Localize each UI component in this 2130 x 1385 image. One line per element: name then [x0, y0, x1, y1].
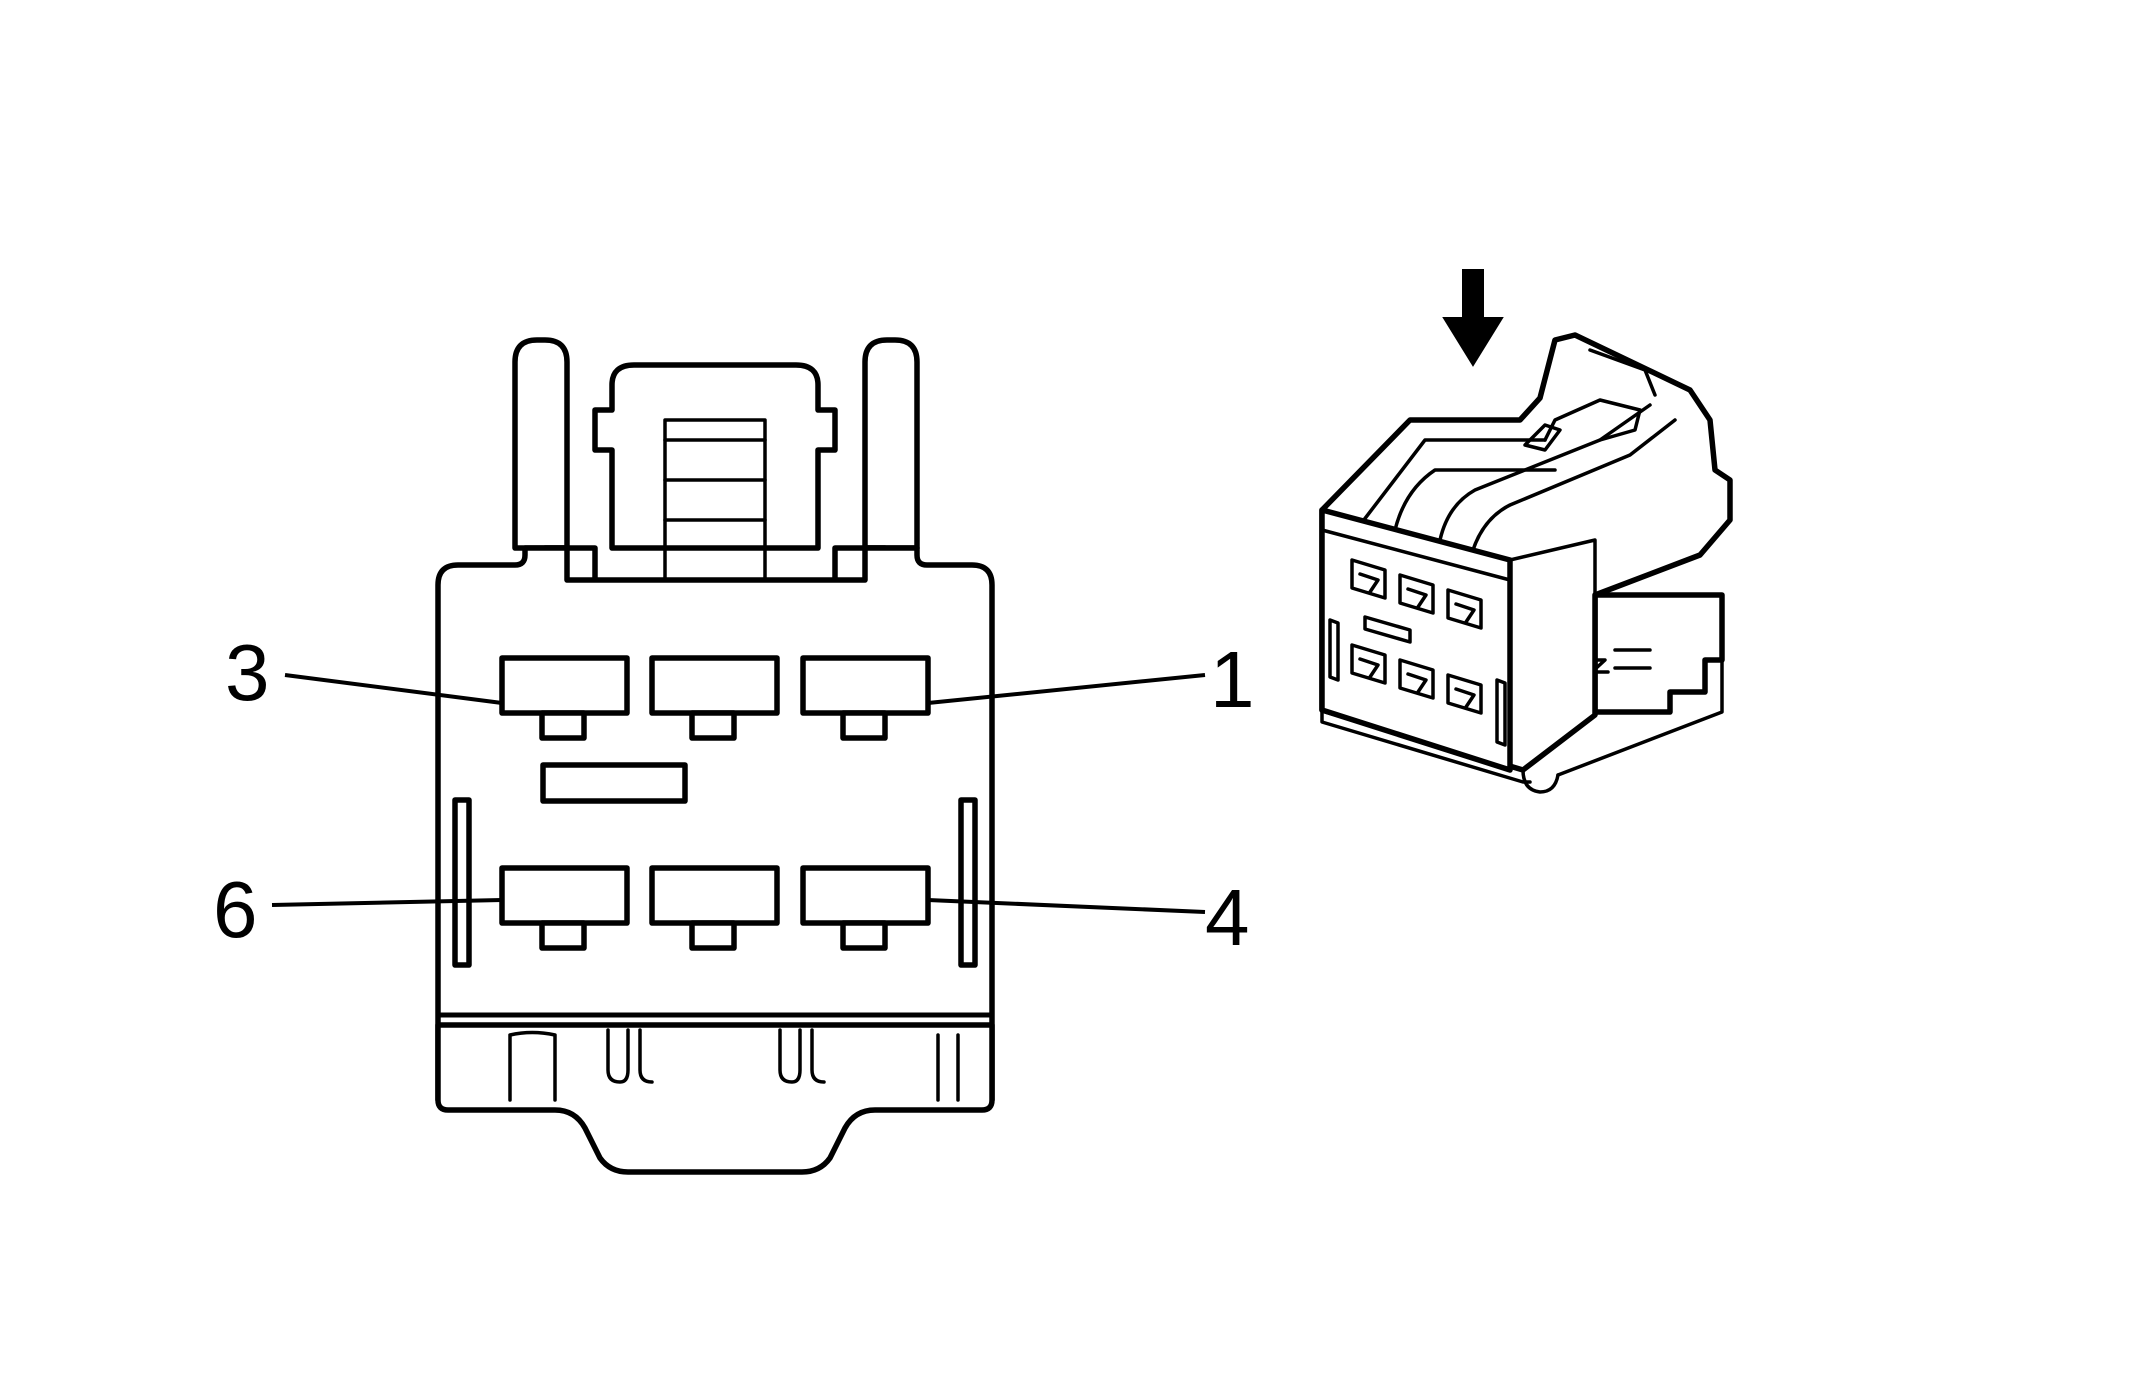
- pin-label-1: 1: [1210, 635, 1255, 724]
- connector-isometric-view: [1319, 269, 1733, 794]
- side-rib-right: [958, 797, 978, 968]
- leader-line-pin-1: [927, 673, 1206, 705]
- housing-skirt: [435, 1022, 995, 1175]
- leader-line-pin-4: [927, 898, 1206, 914]
- connector-face-view: 3 1 6 4: [213, 337, 1255, 1175]
- pin-label-3: 3: [225, 628, 270, 717]
- cavity-pin-3: [499, 655, 630, 741]
- pin-label-4: 4: [1205, 873, 1250, 962]
- cavity-pin-6: [499, 865, 630, 951]
- cavity-pin-5: [649, 865, 780, 951]
- cavity-row-top: [499, 655, 931, 741]
- leader-line-pin-6: [271, 898, 503, 907]
- cavity-pin-4: [800, 865, 931, 951]
- side-rib-left: [452, 797, 472, 968]
- center-slot: [540, 762, 688, 804]
- pin-label-6: 6: [213, 865, 258, 954]
- cavity-pin-1: [800, 655, 931, 741]
- leader-line-pin-3: [284, 673, 503, 705]
- cavity-pin-2: [649, 655, 780, 741]
- top-latch: [512, 337, 920, 585]
- down-arrow-icon: [1442, 269, 1504, 367]
- cavity-row-bottom: [499, 865, 931, 951]
